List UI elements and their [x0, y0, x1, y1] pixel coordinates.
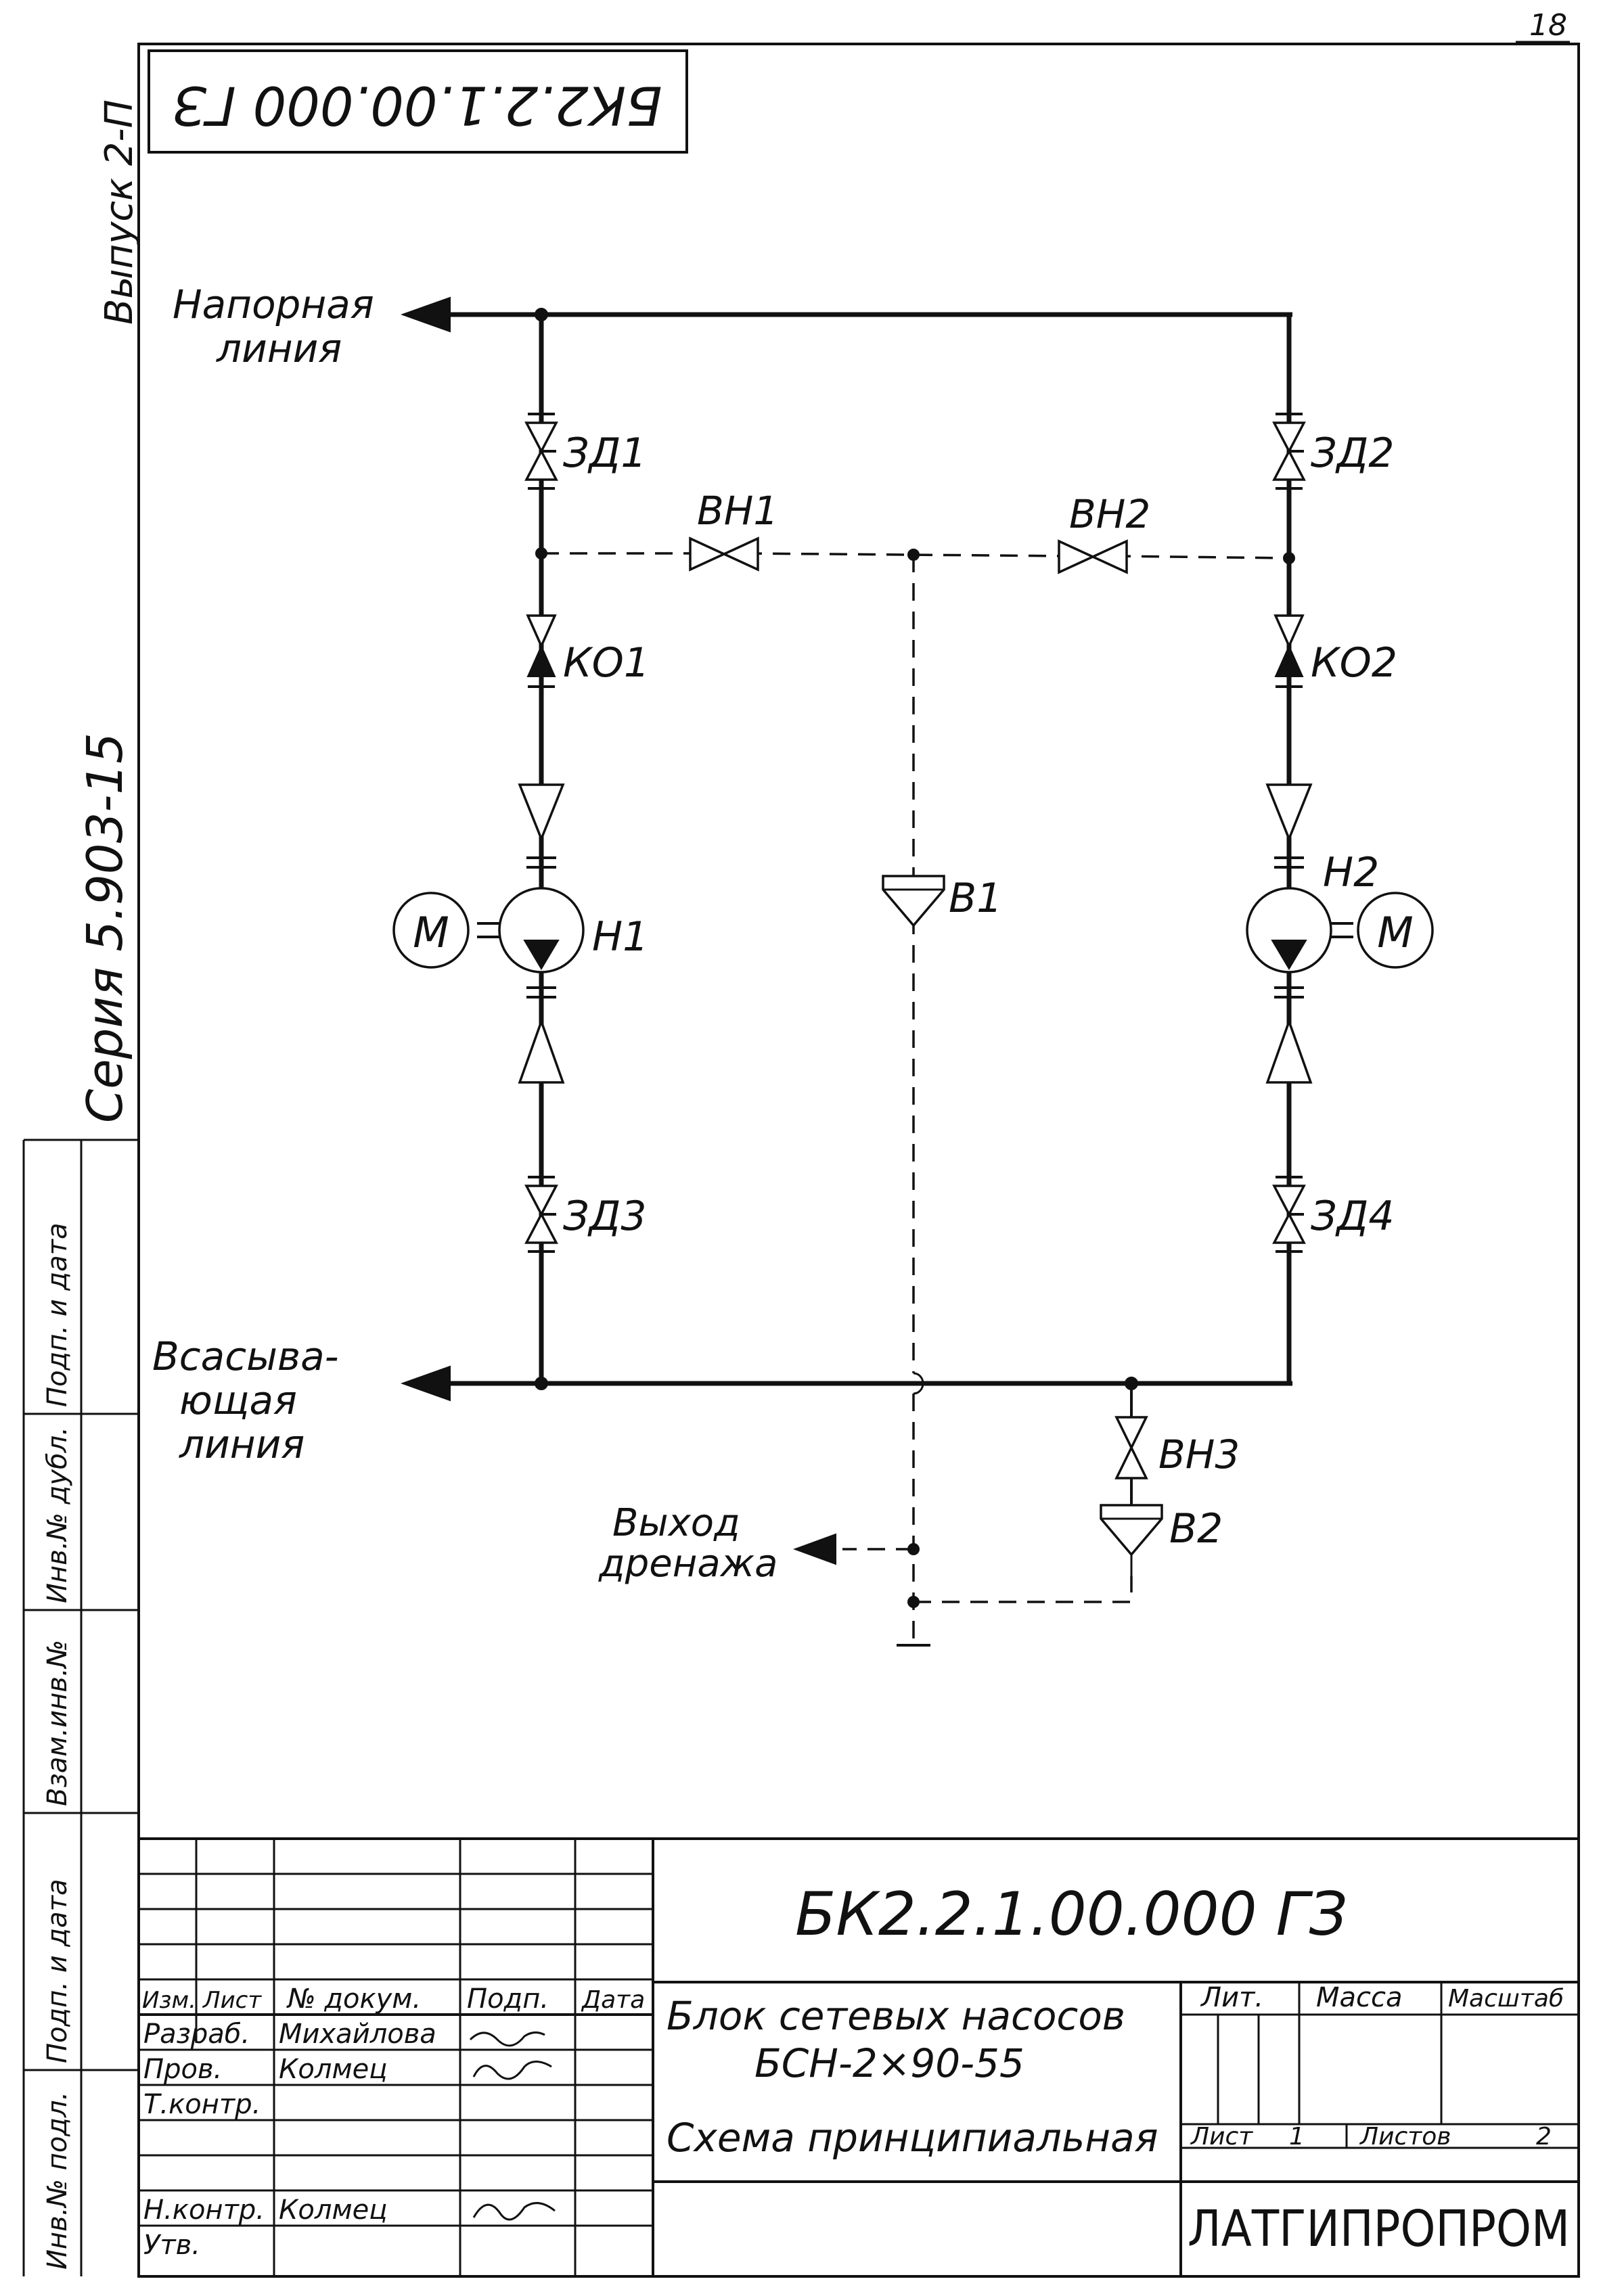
mass-label: Масса — [1316, 1982, 1403, 2013]
drain-label-1: Выход — [612, 1501, 740, 1545]
series-label: Серия 5.903-15 — [76, 733, 133, 1123]
pump-h1-label: Н1 — [592, 913, 648, 961]
reducer-left-upper — [518, 783, 565, 842]
pressure-line-arrow — [401, 296, 451, 333]
valve-zd1 — [524, 413, 558, 490]
role-utv: Утв. — [143, 2230, 200, 2261]
drain-b2-line — [914, 1576, 1133, 1603]
title-block-doc-code: БК2.2.1.00.000 ГЗ — [795, 1879, 1347, 1949]
junction-dot — [535, 1377, 548, 1390]
drain-outlet-arrow — [793, 1533, 836, 1565]
header-sign: Подп. — [467, 1983, 549, 2015]
valve-zd4 — [1272, 1176, 1306, 1253]
lit-label: Лит. — [1200, 1982, 1263, 2013]
flanges-right — [1274, 856, 1304, 998]
motor-right — [1357, 892, 1434, 969]
role-razrab-name: Михайлова — [279, 2019, 436, 2050]
pressure-line-label-1: Напорная — [173, 281, 374, 327]
valve-zd4-label: ЗД4 — [1311, 1193, 1395, 1240]
role-nkontr: Н.контр. — [143, 2195, 265, 2226]
valve-zd3-label: ЗД3 — [563, 1193, 647, 1240]
margin-label-inv-podl: Инв.№ подл. — [42, 2092, 73, 2270]
sheets-total: 2 — [1536, 2123, 1552, 2151]
stamp-code: БК2.2.1.00.000 ГЗ — [173, 74, 662, 135]
issue-label: Выпуск 2-П — [97, 99, 141, 325]
pipe-crossing-bridge — [913, 1372, 924, 1395]
header-izm: Изм. — [142, 1987, 196, 2014]
organization-name: ЛАТГИПРОПРОМ — [1188, 2200, 1570, 2258]
margin-label-inv-dubl: Инв.№ дубл. — [42, 1427, 73, 1603]
valve-vn1 — [689, 536, 759, 572]
motor-right-label: М — [1377, 908, 1414, 957]
motor-left-label: М — [413, 908, 449, 957]
title-block-name-line2: БСН-2×90-55 — [754, 2040, 1024, 2086]
signature-prov — [472, 2061, 552, 2080]
scale-label: Масштаб — [1448, 1985, 1564, 2013]
funnel-b2 — [1100, 1504, 1163, 1557]
reducer-right-upper — [1265, 783, 1313, 842]
header-doc-no: № докум. — [286, 1983, 421, 2015]
margin-label-podp-data-2: Подп. и дата — [42, 1223, 73, 1407]
role-prov: Пров. — [143, 2054, 222, 2085]
funnel-b1-label: В1 — [949, 875, 1002, 922]
margin-label-podp-data-1: Подп. и дата — [42, 1879, 73, 2063]
valve-zd3 — [524, 1176, 558, 1253]
sheet-frame — [137, 43, 1580, 2278]
check-valve-ko2 — [1273, 614, 1305, 688]
sheets-label: Листов — [1359, 2123, 1451, 2151]
valve-vn2-label: ВН2 — [1069, 491, 1150, 537]
header-date: Дата — [581, 1986, 645, 2014]
drain-label-2: дренажа — [598, 1542, 777, 1586]
reducer-left-lower — [518, 1017, 565, 1084]
pump-h2 — [1246, 887, 1332, 973]
valve-zd2 — [1272, 413, 1306, 490]
header-list: Лист — [202, 1987, 262, 2014]
valve-vn2 — [1058, 539, 1128, 574]
role-tkontr: Т.контр. — [143, 2089, 261, 2120]
stamp-box — [148, 49, 688, 154]
valve-zd1-label: ЗД1 — [563, 430, 647, 477]
margin-label-vzam-inv: Взам.инв.№ — [42, 1640, 73, 1806]
check-valve-ko1 — [526, 614, 557, 688]
suction-line-label-2: ющая — [179, 1377, 297, 1423]
valve-vn1-label: ВН1 — [697, 488, 778, 534]
funnel-b2-label: В2 — [1169, 1505, 1223, 1553]
reducer-right-lower — [1265, 1017, 1313, 1084]
junction-dot — [535, 308, 548, 321]
suction-line-arrow — [401, 1365, 451, 1402]
title-block-name-line1: Блок сетевых насосов — [667, 1993, 1125, 2039]
check-valve-ko1-label: КО1 — [563, 639, 650, 687]
sheet-label: Лист — [1190, 2123, 1253, 2151]
drain-line-mid — [744, 552, 1070, 557]
check-valve-ko2-label: КО2 — [1311, 639, 1397, 687]
signature-razrab — [469, 2031, 545, 2047]
role-nkontr-name: Колмец — [279, 2195, 387, 2226]
valve-vn3 — [1114, 1416, 1148, 1479]
pump-h1 — [498, 887, 585, 973]
motor-left — [392, 892, 470, 969]
valve-zd2-label: ЗД2 — [1311, 430, 1395, 477]
role-prov-name: Колмец — [279, 2054, 387, 2085]
drain-line-right — [1112, 555, 1290, 559]
pressure-line-label-2: линия — [216, 325, 342, 371]
title-block — [139, 1837, 1579, 2276]
flanges-left — [526, 856, 556, 998]
role-razrab: Разраб. — [143, 2019, 250, 2050]
signature-nkontr — [472, 2202, 556, 2221]
suction-line-label-3: линия — [179, 1421, 304, 1467]
sheet-number: 1 — [1289, 2123, 1305, 2151]
pump-h2-label: Н2 — [1323, 849, 1379, 896]
funnel-b1 — [882, 875, 945, 927]
page-number: 18 — [1529, 8, 1567, 43]
valve-vn3-label: ВН3 — [1158, 1431, 1240, 1477]
suction-line-label-1: Всасыва- — [152, 1333, 339, 1379]
title-block-drawing-type: Схема принципиальная — [667, 2115, 1158, 2161]
